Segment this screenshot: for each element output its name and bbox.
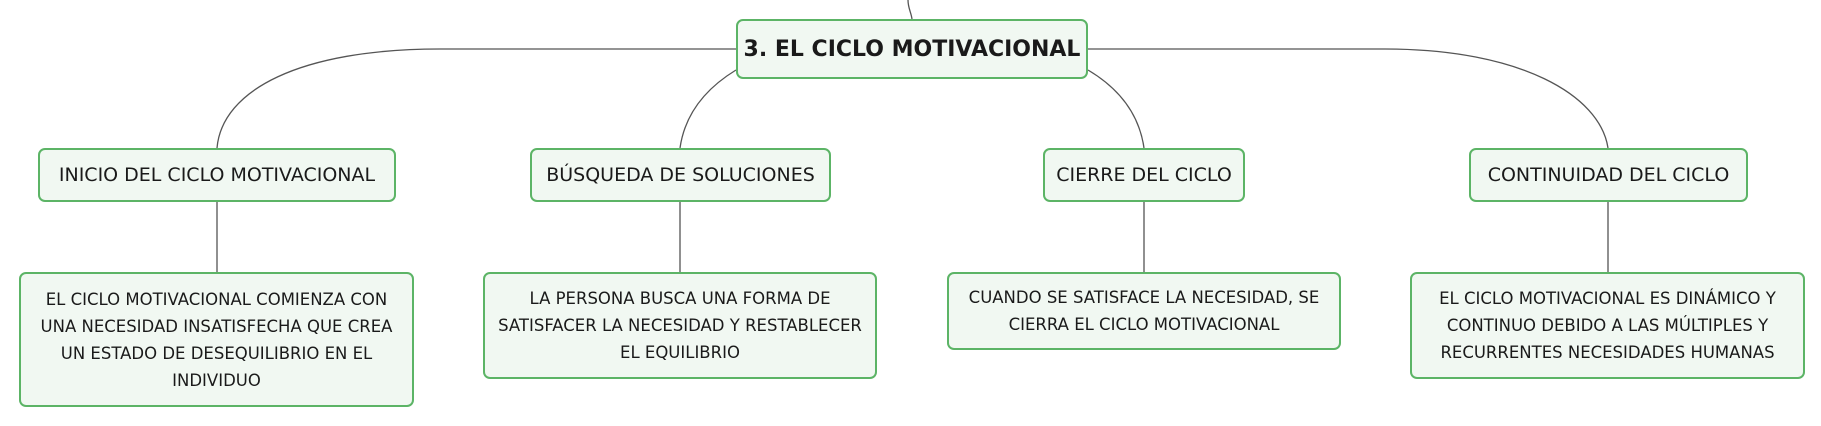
detail-topic-inicio[interactable]: EL CICLO MOTIVACIONAL COMIENZA CON UNA N… <box>19 272 414 407</box>
detail-topic-continuidad[interactable]: EL CICLO MOTIVACIONAL ES DINÁMICO Y CONT… <box>1410 272 1805 379</box>
branch-topic-busqueda[interactable]: BÚSQUEDA DE SOLUCIONES <box>530 148 831 202</box>
branch-topic-cierre[interactable]: CIERRE DEL CICLO <box>1043 148 1245 202</box>
root-topic[interactable]: 3. EL CICLO MOTIVACIONAL <box>736 19 1088 79</box>
root-topic-label: 3. EL CICLO MOTIVACIONAL <box>743 36 1081 62</box>
detail-topic-cierre[interactable]: CUANDO SE SATISFACE LA NECESIDAD, SE CIE… <box>947 272 1341 350</box>
branch-topic-label: INICIO DEL CICLO MOTIVACIONAL <box>58 164 376 186</box>
branch-topic-label: CONTINUIDAD DEL CICLO <box>1487 164 1730 186</box>
branch-topic-label: CIERRE DEL CICLO <box>1056 164 1232 186</box>
connector-root-to-branch-1 <box>216 48 736 149</box>
branch-topic-continuidad[interactable]: CONTINUIDAD DEL CICLO <box>1469 148 1748 202</box>
detail-topic-text: EL CICLO MOTIVACIONAL COMIENZA CON UNA N… <box>40 289 393 390</box>
connector-root-to-branch-2 <box>679 69 737 149</box>
branch-topic-inicio[interactable]: INICIO DEL CICLO MOTIVACIONAL <box>38 148 396 202</box>
branch-topic-label: BÚSQUEDA DE SOLUCIONES <box>546 164 815 186</box>
connector-root-to-branch-3 <box>1087 69 1145 149</box>
parent-connector <box>907 0 913 20</box>
connector-root-to-branch-4 <box>1088 48 1609 149</box>
detail-topic-busqueda[interactable]: LA PERSONA BUSCA UNA FORMA DE SATISFACER… <box>483 272 877 379</box>
detail-topic-text: CUANDO SE SATISFACE LA NECESIDAD, SE CIE… <box>968 288 1320 334</box>
detail-topic-text: EL CICLO MOTIVACIONAL ES DINÁMICO Y CONT… <box>1439 289 1776 362</box>
detail-topic-text: LA PERSONA BUSCA UNA FORMA DE SATISFACER… <box>498 289 862 362</box>
